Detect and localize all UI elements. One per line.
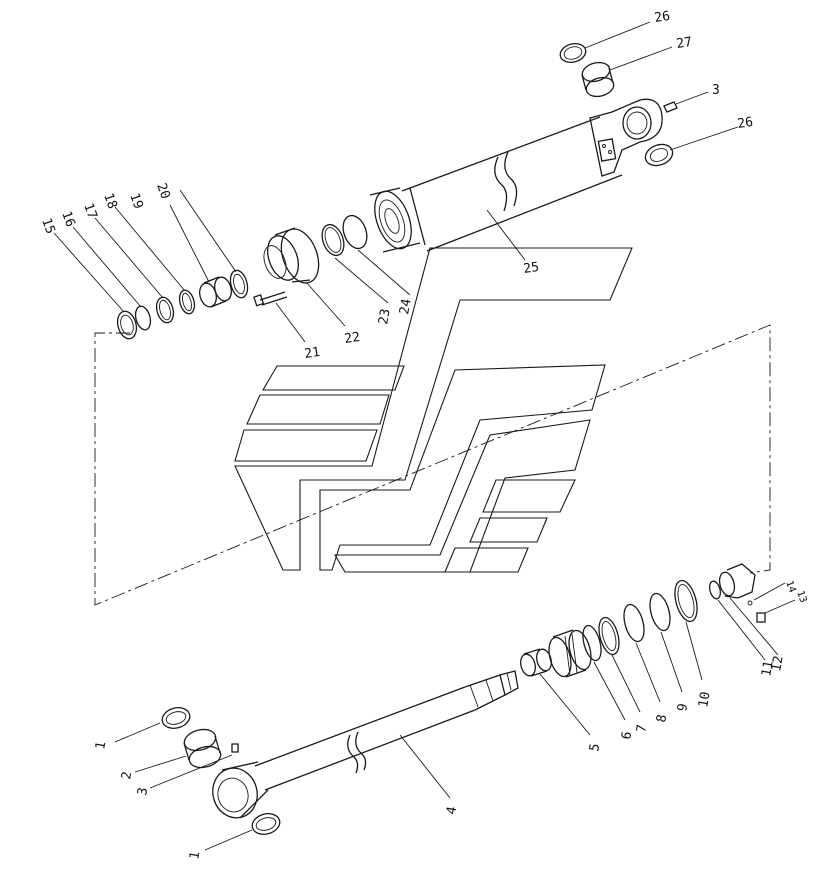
callout-14: 14 (783, 579, 797, 594)
callout-8: 8 (654, 713, 670, 723)
part-1-ring-upper (161, 707, 191, 729)
callout-19: 19 (126, 191, 145, 211)
part-17-seal (155, 296, 175, 324)
part-21-bolt (253, 291, 288, 307)
callout-25: 25 (522, 260, 540, 277)
callout-27: 27 (675, 35, 693, 52)
part-7-seal (582, 624, 602, 662)
callout-13: 13 (794, 589, 808, 604)
part-12-nut (718, 563, 756, 599)
callout-18: 18 (100, 191, 119, 211)
callout-12: 12 (769, 655, 786, 673)
part-26-ring-top (559, 43, 587, 63)
leader-lines (53, 21, 796, 851)
piston-rod-assembly (212, 670, 519, 819)
part-18-seal (178, 289, 196, 315)
part-2-bushing (183, 728, 222, 769)
callout-26-right: 26 (736, 115, 754, 132)
callout-17: 17 (80, 201, 99, 221)
callout-7: 7 (634, 723, 650, 733)
part-8-seal (598, 616, 620, 656)
part-27-bushing (581, 61, 615, 98)
callout-labels: 26 27 3 26 20 19 18 17 16 15 25 24 23 22… (38, 9, 808, 861)
part-10-seal (649, 579, 698, 632)
part-16-ring (134, 305, 152, 331)
callout-4: 4 (444, 805, 460, 815)
callout-10: 10 (696, 691, 713, 709)
callout-9: 9 (675, 702, 691, 712)
callout-1-upper: 1 (93, 740, 109, 750)
callout-16: 16 (58, 209, 77, 229)
part-23-backup-ring (321, 223, 345, 257)
callout-22: 22 (343, 330, 361, 347)
part-14-ball (747, 600, 753, 606)
manufacturer-logo-watermark (234, 247, 633, 573)
callout-3-top: 3 (712, 83, 720, 98)
callout-5: 5 (587, 742, 603, 752)
part-19-bushing (199, 276, 232, 308)
callout-6: 6 (619, 730, 635, 740)
part-1-ring-lower (251, 813, 281, 835)
part-11-washer (708, 580, 722, 600)
part-9-ring (623, 603, 645, 643)
callout-3-lower: 3 (135, 786, 151, 796)
callout-1-lower: 1 (187, 850, 203, 860)
callout-23: 23 (376, 308, 393, 326)
callout-20: 20 (153, 181, 172, 201)
callout-21: 21 (303, 345, 321, 362)
part-13-set-screw (756, 612, 766, 623)
callout-15: 15 (38, 216, 57, 236)
part-24-oring (342, 214, 368, 250)
cylinder-barrel-assembly (369, 98, 678, 253)
part-26-ring-right (644, 143, 674, 167)
assembly-centerline (94, 324, 771, 606)
callout-2: 2 (119, 770, 135, 780)
part-22-cylinder-head (263, 227, 320, 284)
callout-11: 11 (759, 660, 776, 678)
callout-26-top: 26 (653, 9, 671, 26)
callout-24: 24 (397, 298, 415, 316)
part-5-guide-ring (520, 648, 552, 677)
part-6-piston (548, 629, 592, 678)
